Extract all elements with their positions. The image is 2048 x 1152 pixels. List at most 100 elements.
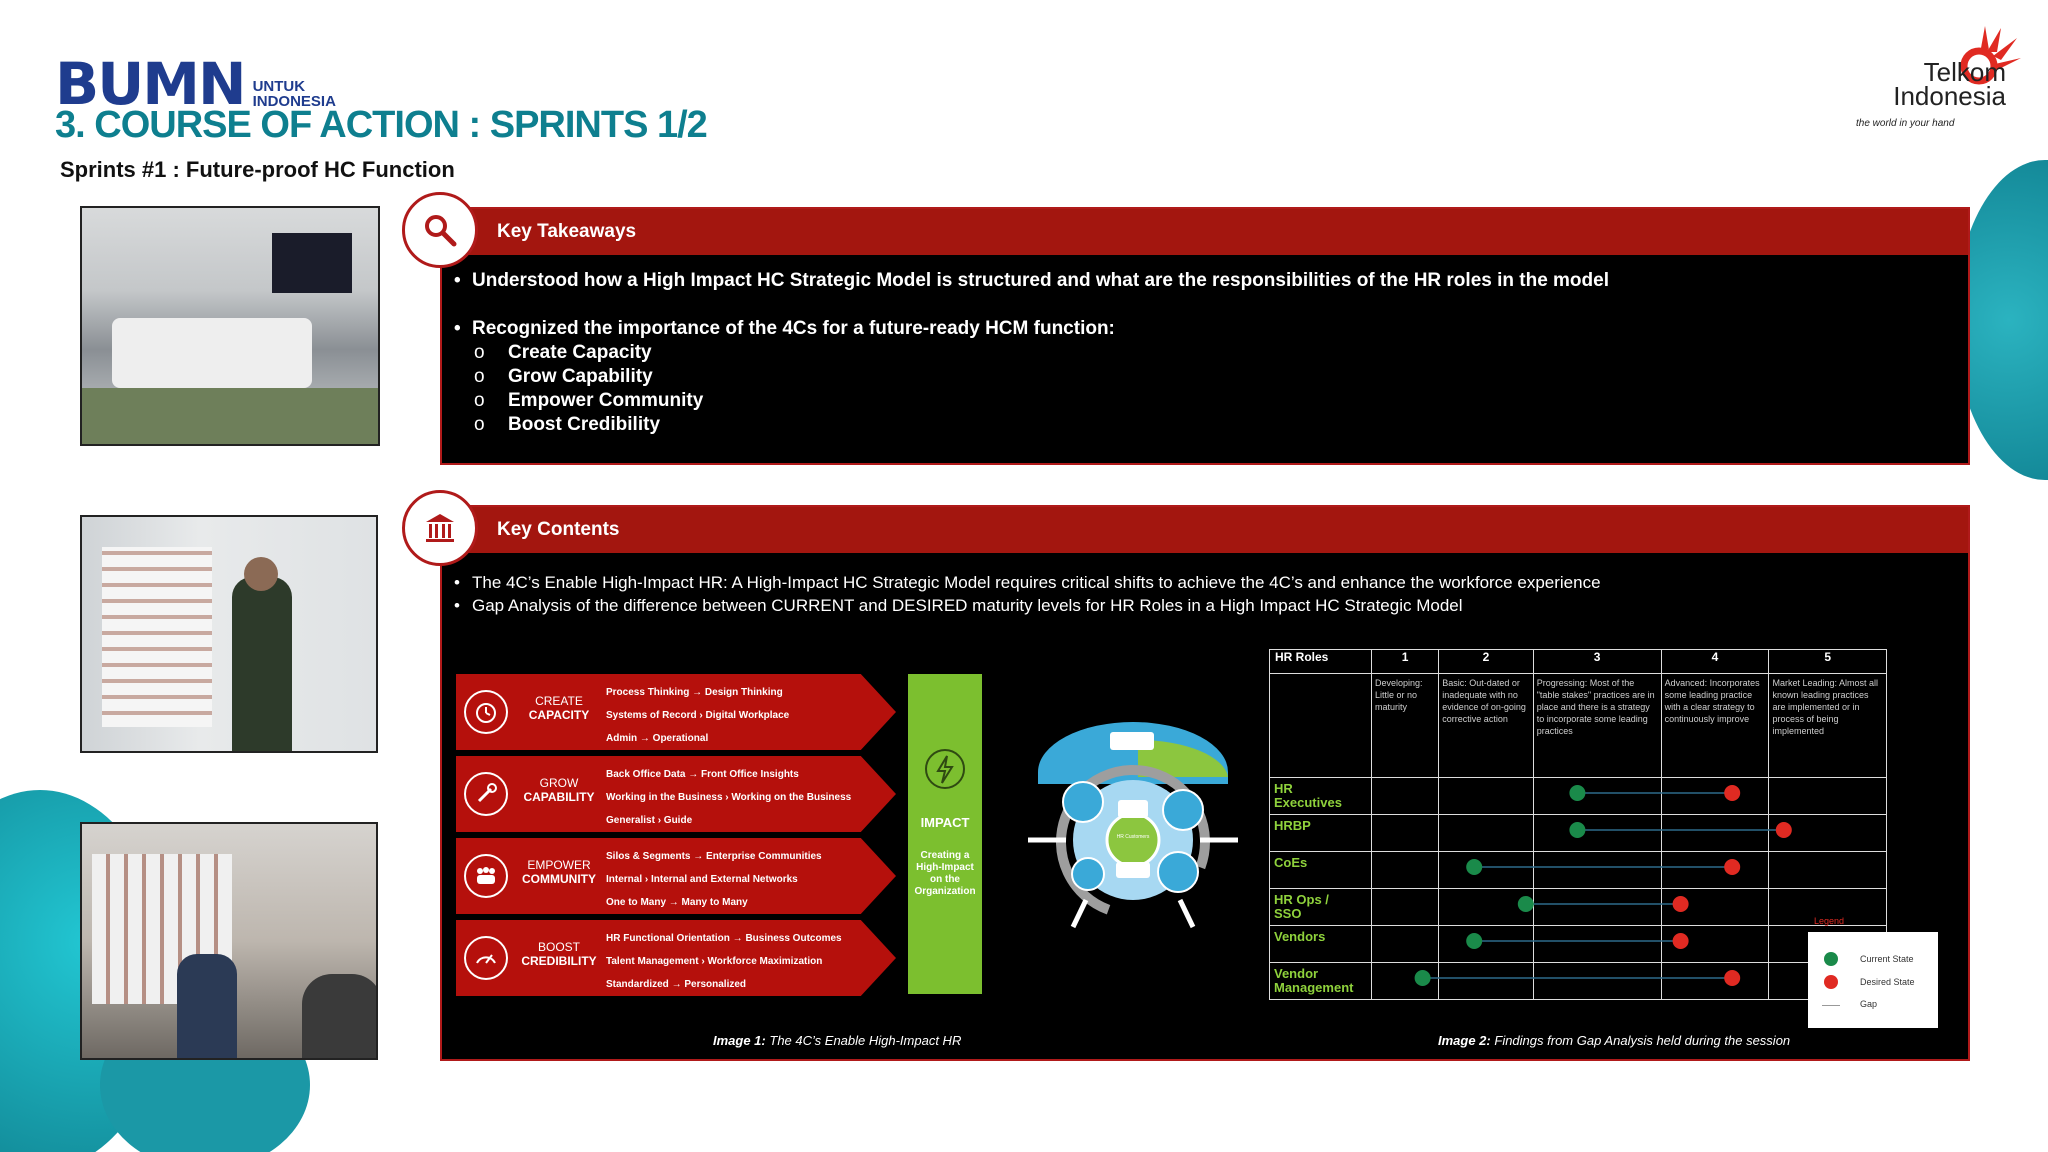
- image1-caption: Image 1: The 4C’s Enable High-Impact HR: [713, 1033, 961, 1048]
- role-name-line1: HR Ops /: [1274, 892, 1329, 907]
- bumn-logo-mark: BUMN: [55, 50, 247, 118]
- four-c-shifts: Back Office Data → Front Office Insights…: [606, 763, 851, 832]
- legend-desired-label: Desired State: [1860, 977, 1915, 987]
- role-name-line1: CoEs: [1274, 855, 1308, 870]
- role-name-line2: Executives: [1274, 795, 1342, 810]
- four-c-shift-line: Talent Management › Workforce Maximizati…: [606, 956, 823, 967]
- legend-title: Legend: [1814, 916, 1845, 926]
- takeaway-sub-item: Boost Credibility: [454, 413, 1954, 437]
- workshop-photo-3: [80, 822, 378, 1060]
- gap-table-header-level: 4: [1660, 649, 1770, 674]
- role-name-line1: Vendor: [1274, 966, 1319, 981]
- wrench-icon: [464, 772, 508, 816]
- impact-text: Creating a High-Impact on the Organizati…: [908, 850, 982, 898]
- key-contents-list: The 4C’s Enable High-Impact HR: A High-I…: [454, 571, 1954, 617]
- gap-table-role: HR Ops /SSO: [1269, 888, 1372, 926]
- diagram-center-label: HR Customers: [1117, 834, 1150, 840]
- impact-box: IMPACT Creating a High-Impact on the Org…: [908, 674, 982, 994]
- people-icon: [464, 854, 508, 898]
- impact-text-line: Organization: [914, 886, 976, 897]
- four-c-shift-line: Silos & Segments → Enterprise Communitie…: [606, 851, 822, 862]
- page-title: 3. COURSE OF ACTION : SPRINTS 1/2: [55, 104, 708, 146]
- gauge-icon: [464, 936, 508, 980]
- gap-table-level-description: Developing: Little or no maturity: [1370, 673, 1440, 778]
- legend-gap-label: Gap: [1860, 999, 1878, 1009]
- gap-table-description-row: Developing: Little or no maturity Basic:…: [1269, 673, 1887, 778]
- four-c-label-top: BOOST: [537, 940, 580, 954]
- telkom-logo: Telkom Indonesia the world in your hand: [1856, 22, 2026, 132]
- four-c-shift-line: One to Many → Many to Many: [606, 897, 748, 908]
- key-contents-heading: Key Contents: [442, 507, 1968, 553]
- gap-table-header-row: HR Roles 1 2 3 4 5: [1269, 649, 1887, 674]
- gap-table-header-level: 1: [1370, 649, 1440, 674]
- takeaway-bullet-2: Recognized the importance of the 4Cs for…: [454, 317, 1954, 341]
- gap-analysis-table: HR Roles 1 2 3 4 5 Developing: Little or…: [1269, 649, 1887, 1000]
- bumn-logo: BUMN UNTUK INDONESIA: [55, 55, 336, 113]
- four-c-shifts: Silos & Segments → Enterprise Communitie…: [606, 845, 822, 914]
- workshop-photo-2: [80, 515, 378, 753]
- four-c-label-top: EMPOWER: [527, 858, 591, 872]
- four-c-label-bottom: COMMUNITY: [522, 872, 596, 886]
- four-c-shift-line: Systems of Record › Digital Workplace: [606, 710, 790, 721]
- role-name-line2: Management: [1274, 980, 1354, 995]
- gap-table-level-description: Advanced: Incorporates some leading prac…: [1660, 673, 1770, 778]
- four-c-label-top: CREATE: [535, 694, 583, 708]
- key-takeaways-panel: Key Takeaways Understood how a High Impa…: [440, 207, 1970, 465]
- image2-caption: Image 2: Findings from Gap Analysis held…: [1438, 1033, 1790, 1048]
- gap-table-level-description: Market Leading: Almost all known leading…: [1768, 673, 1887, 778]
- content-bullet-1: The 4C’s Enable High-Impact HR: A High-I…: [454, 571, 1954, 594]
- impact-text-line: Creating a: [920, 850, 970, 861]
- bank-building-icon: [426, 514, 454, 542]
- four-c-shifts: Process Thinking → Design Thinking Syste…: [606, 681, 789, 750]
- content-bullet-2: Gap Analysis of the difference between C…: [454, 594, 1954, 617]
- four-c-shift-line: Working in the Business › Working on the…: [606, 792, 852, 803]
- four-c-shifts: HR Functional Orientation → Business Out…: [606, 927, 842, 996]
- bumn-logo-sub: UNTUK INDONESIA: [253, 79, 336, 113]
- takeaway-sub-item: Grow Capability: [454, 365, 1954, 389]
- gap-table-row: HRBP: [1269, 814, 1887, 852]
- four-c-shift-line: Back Office Data → Front Office Insights: [606, 769, 799, 780]
- magnifier-icon: [425, 215, 457, 247]
- role-name-line1: HRBP: [1274, 818, 1311, 833]
- bumn-logo-sub-line2: INDONESIA: [252, 93, 336, 110]
- workshop-photo-1: [80, 206, 380, 446]
- clock-icon: [464, 690, 508, 734]
- image2-caption-label: Image 2:: [1438, 1033, 1491, 1048]
- role-name-line1: Vendors: [1274, 929, 1326, 944]
- gap-table-role: HRBP: [1269, 814, 1372, 852]
- telkom-tagline: the world in your hand: [1856, 118, 1955, 129]
- legend-desired-marker: [1824, 975, 1838, 989]
- four-c-shift-line: Standardized → Personalized: [606, 979, 747, 990]
- telkom-name-line2: Indonesia: [1893, 81, 2006, 111]
- gap-table-header-roles: HR Roles: [1269, 649, 1372, 674]
- four-c-label-bottom: CAPABILITY: [523, 790, 595, 804]
- key-contents-panel: Key Contents The 4C’s Enable High-Impact…: [440, 505, 1970, 1061]
- bank-badge: [402, 490, 478, 566]
- hc-strategic-model-diagram: HR Customers: [1028, 722, 1238, 929]
- gap-table-header-level: 2: [1438, 649, 1534, 674]
- four-c-shift-line: Admin → Operational: [606, 733, 709, 744]
- four-c-label-bottom: CREDIBILITY: [521, 954, 597, 968]
- gap-legend: Legend Current State Desired State Gap: [1808, 916, 1938, 1028]
- gap-table-level-description: Basic: Out-dated or inadequate with no e…: [1438, 673, 1534, 778]
- four-c-shift-line: Internal › Internal and External Network…: [606, 874, 798, 885]
- gap-table-empty-cell: [1269, 673, 1372, 778]
- four-c-label-top: GROW: [539, 776, 579, 790]
- takeaway-sub-item: Create Capacity: [454, 341, 1954, 365]
- four-c-shift-line: HR Functional Orientation → Business Out…: [606, 933, 842, 944]
- legend-current-marker: [1824, 952, 1838, 966]
- gap-table-header-level: 5: [1768, 649, 1887, 674]
- gap-table-row: HR Ops /SSO: [1269, 888, 1887, 926]
- impact-title: IMPACT: [920, 815, 970, 830]
- gap-table-role: CoEs: [1269, 851, 1372, 889]
